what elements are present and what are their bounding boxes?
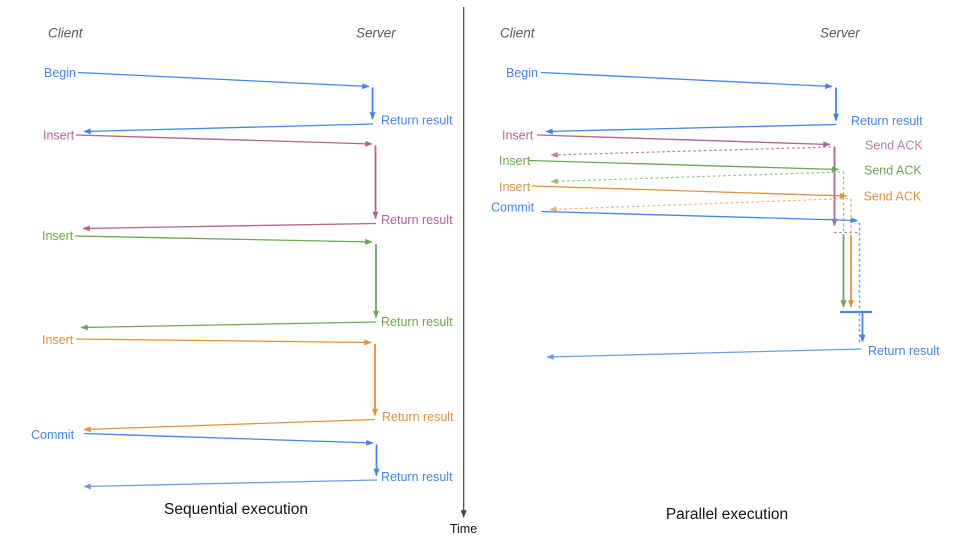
seq-insert3-return-label: Return result — [382, 410, 454, 424]
seq-begin-return-label: Return result — [381, 114, 453, 128]
par-begin-return-label: Return result — [851, 114, 923, 128]
par-insert1-ack-label: Send ACK — [865, 139, 923, 153]
seq-begin-return-line — [83, 123, 374, 135]
seq-begin-label: Begin — [44, 66, 76, 80]
seq-insert3-return-line — [83, 418, 376, 433]
seq-commit-return-label: Return result — [381, 470, 453, 484]
seq-insert2-label: Insert — [42, 229, 74, 243]
par-insert1-label: Insert — [502, 129, 534, 143]
seq-client-header: Client — [48, 26, 84, 41]
seq-insert1-return-label: Return result — [381, 213, 453, 227]
seq-server-header: Server — [356, 26, 396, 41]
par-commit-return-label: Return result — [868, 344, 940, 358]
par-commit-request-line — [540, 210, 859, 224]
par-insert3-label: Insert — [499, 180, 531, 194]
seq-insert1-request-line — [75, 134, 373, 147]
seq-commit-label: Commit — [31, 428, 75, 442]
seq-insert1-return-line — [82, 222, 377, 232]
par-insert1-request-line — [536, 134, 831, 148]
seq-panel-title: Sequential execution — [164, 501, 308, 518]
par-insert3-request-line — [531, 185, 848, 199]
par-commit-return-line — [546, 348, 862, 360]
par-insert2-label: Insert — [499, 154, 531, 168]
par-insert3-ack-line — [549, 197, 848, 213]
par-begin-return-line — [545, 123, 837, 135]
par-insert2-ack-line — [550, 171, 841, 185]
par-insert2-ack-label: Send ACK — [864, 164, 922, 178]
par-insert2-request-line — [528, 159, 840, 173]
seq-insert3-label: Insert — [42, 333, 74, 347]
par-begin-request-line — [540, 71, 833, 90]
seq-insert1-label: Insert — [43, 129, 75, 143]
seq-insert2-return-label: Return result — [381, 315, 453, 329]
par-panel-title: Parallel execution — [666, 506, 788, 523]
seq-insert2-return-line — [80, 321, 377, 331]
par-commit-label: Commit — [491, 201, 535, 215]
seq-begin-request-line — [77, 71, 370, 90]
time-axis-label: Time — [450, 522, 477, 536]
par-insert1-ack-line — [550, 146, 832, 158]
seq-commit-request-line — [83, 432, 374, 446]
seq-insert2-request-line — [74, 235, 373, 245]
seq-commit-return-line — [83, 479, 378, 490]
seq-insert3-request-line — [75, 338, 372, 346]
par-insert3-ack-label: Send ACK — [864, 190, 922, 204]
par-server-header: Server — [820, 26, 860, 41]
par-begin-label: Begin — [506, 66, 538, 80]
par-client-header: Client — [500, 26, 536, 41]
